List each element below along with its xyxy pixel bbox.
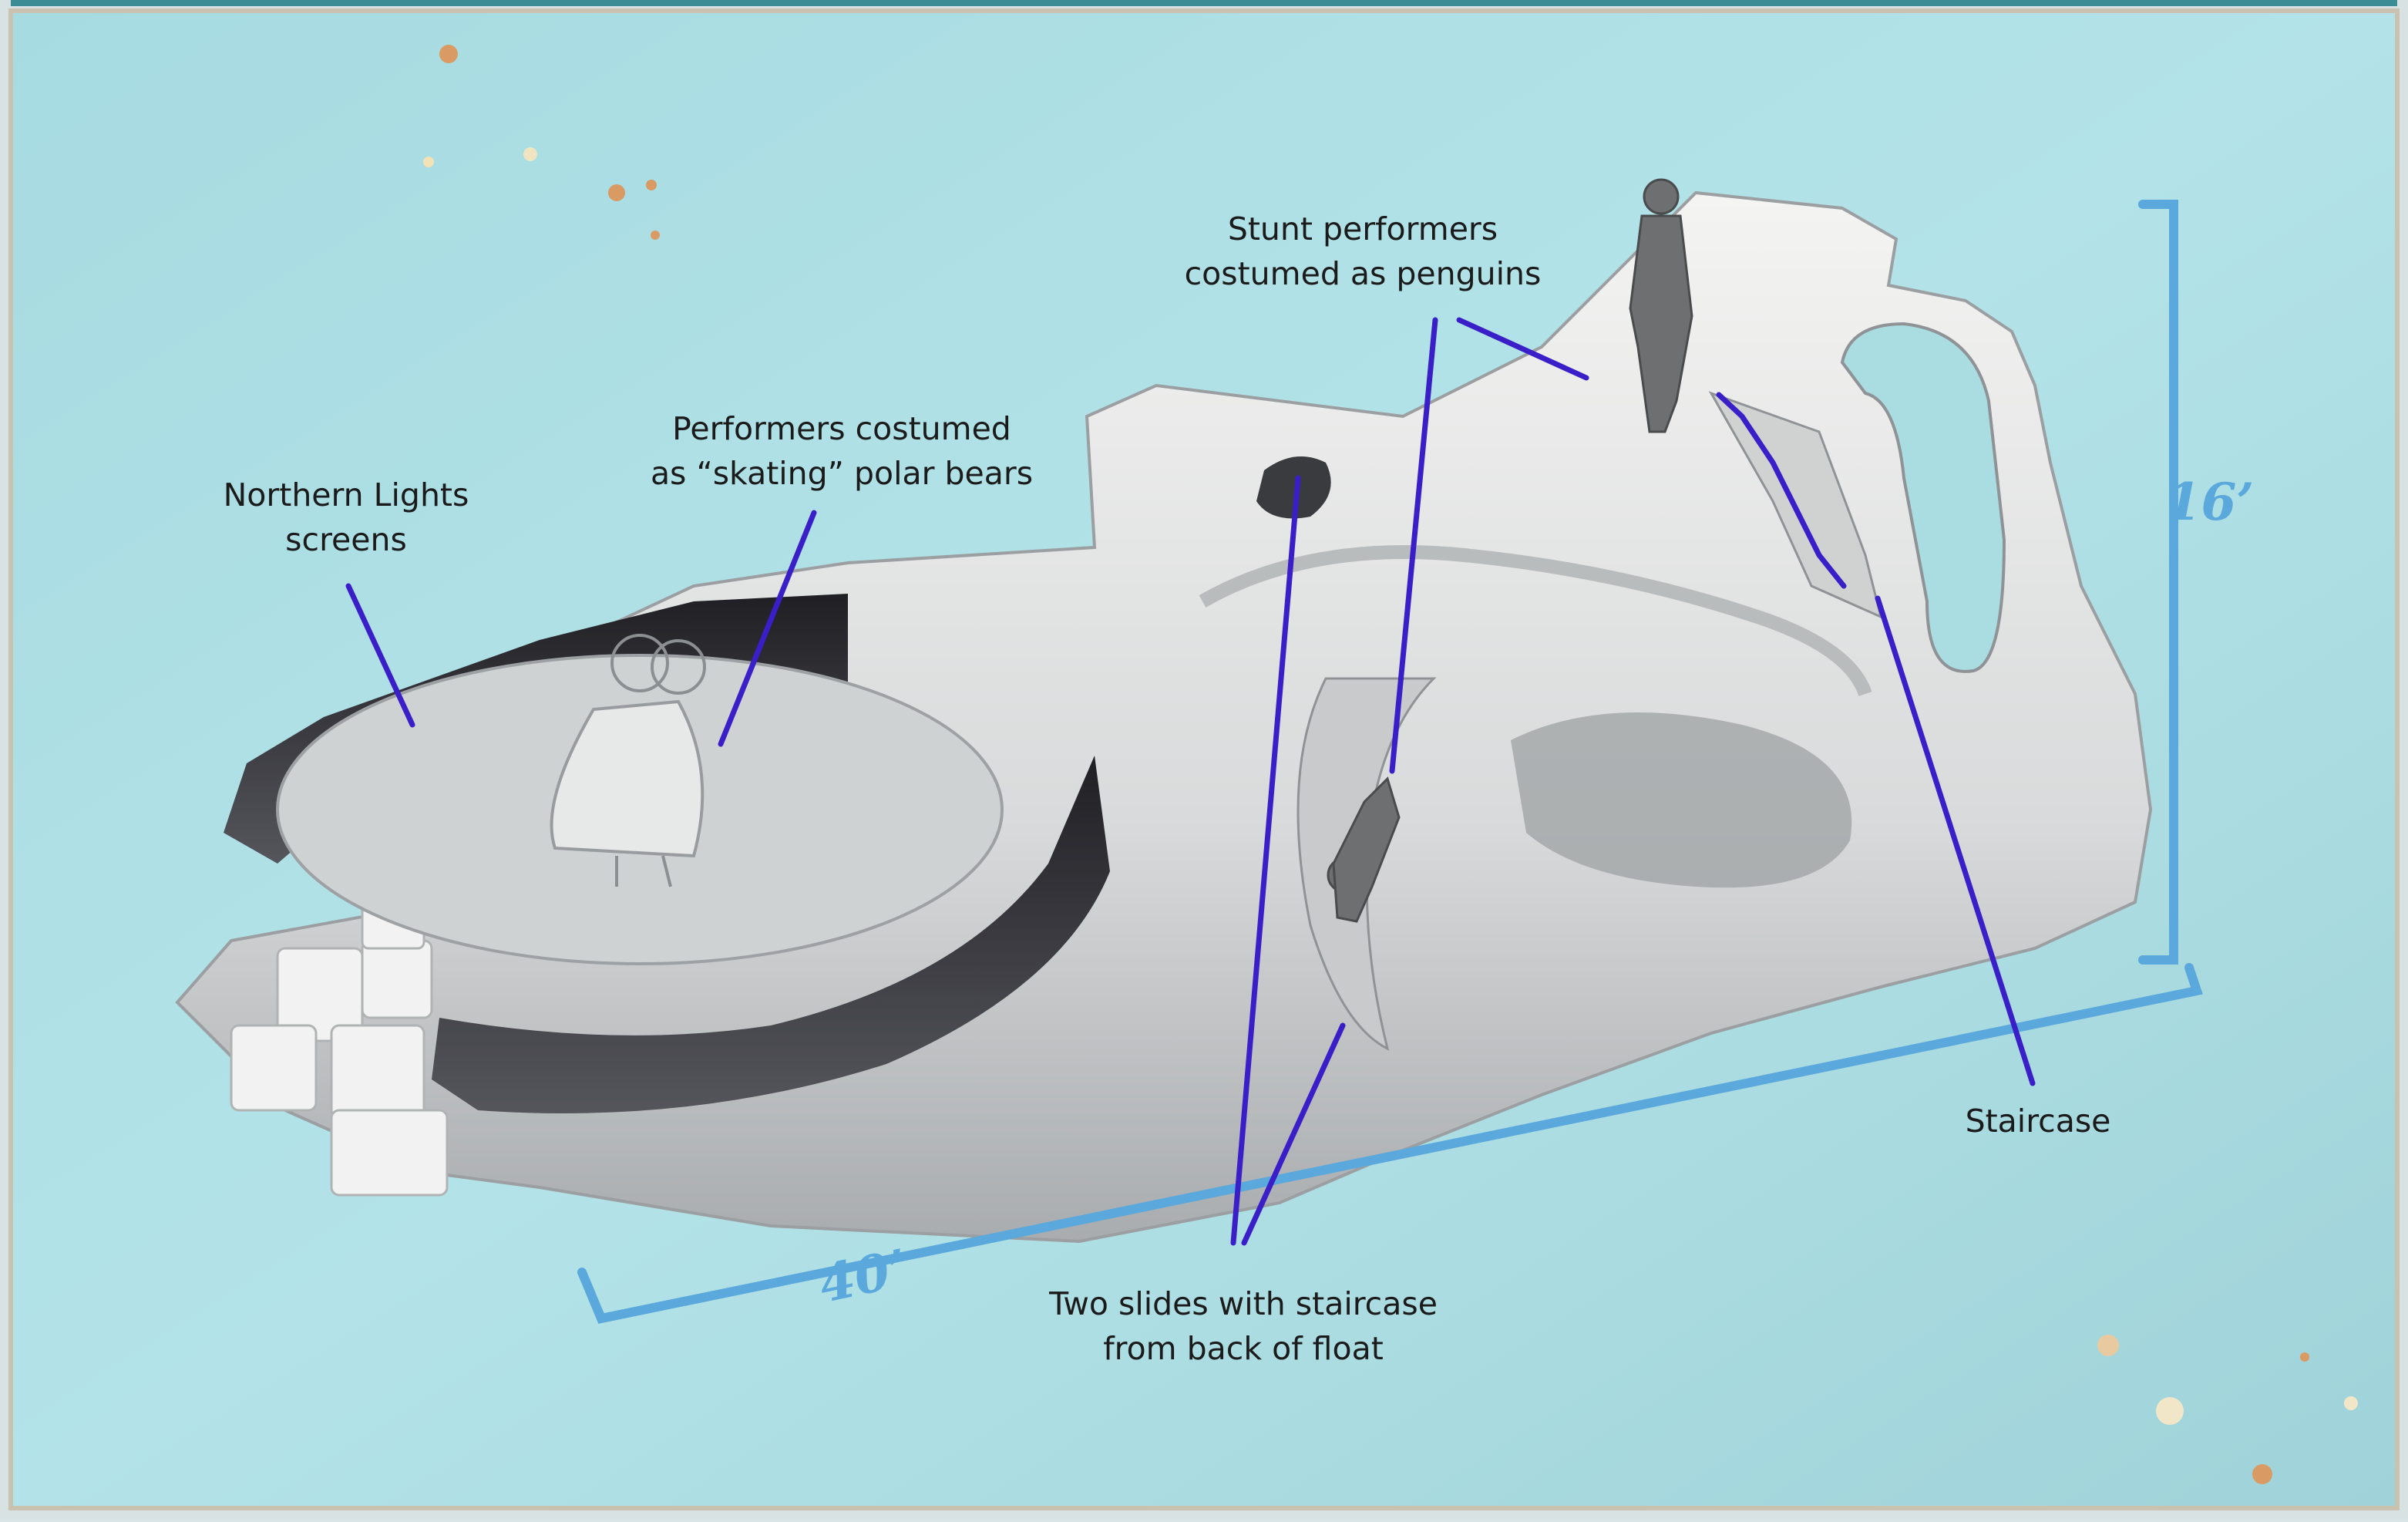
label-northern-lights-line1: Northern Lights	[224, 473, 469, 517]
label-polar-bears: Performers costumed as “skating” polar b…	[651, 406, 1033, 496]
label-polar-bears-line1: Performers costumed	[651, 406, 1033, 451]
label-polar-bears-line2: as “skating” polar bears	[651, 451, 1033, 496]
label-slides-line2: from back of float	[1049, 1326, 1438, 1371]
dimension-height-label: 16’	[2166, 472, 2255, 532]
top-accent-bar	[11, 0, 2397, 6]
label-northern-lights-line2: screens	[224, 517, 469, 562]
label-penguins: Stunt performers costumed as penguins	[1185, 207, 1542, 296]
label-staircase-line1: Staircase	[1966, 1099, 2111, 1143]
label-northern-lights: Northern Lights screens	[224, 473, 469, 562]
label-staircase: Staircase	[1966, 1099, 2111, 1143]
standing-penguin-head	[1644, 180, 1678, 214]
label-slides: Two slides with staircase from back of f…	[1049, 1281, 1438, 1371]
label-penguins-line2: costumed as penguins	[1185, 251, 1542, 296]
label-slides-line1: Two slides with staircase	[1049, 1281, 1438, 1326]
label-penguins-line1: Stunt performers	[1185, 207, 1542, 251]
